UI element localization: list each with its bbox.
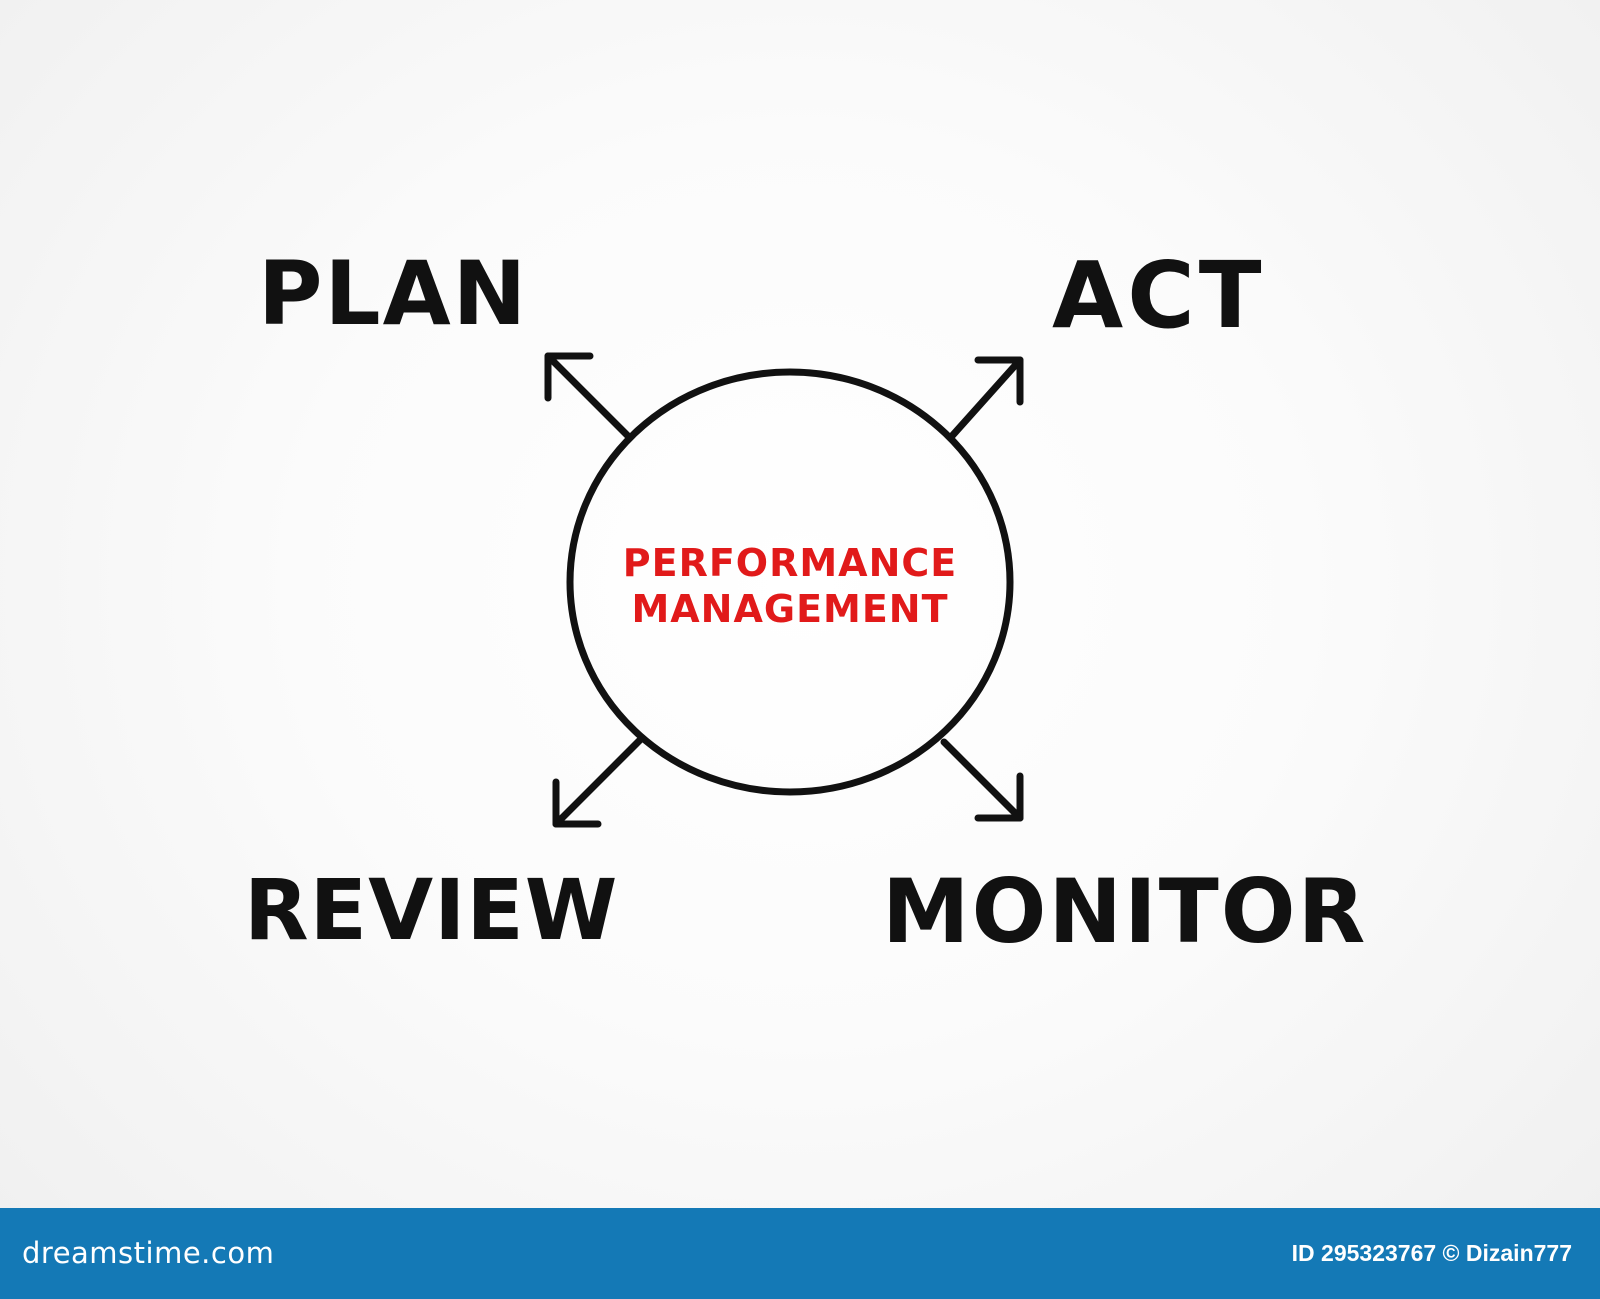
diagram-drawing	[544, 352, 1024, 828]
node-monitor: MONITOR	[882, 860, 1368, 963]
center-label: PERFORMANCE MANAGEMENT	[580, 540, 1000, 632]
footer-bar: dreamstime.com ID 295323767 © Dizain777	[0, 1208, 1600, 1299]
center-label-line1: PERFORMANCE	[622, 541, 958, 585]
footer-brand[interactable]: dreamstime.com	[22, 1236, 275, 1270]
arrow-to-plan	[544, 352, 632, 440]
node-act: ACT	[1052, 242, 1266, 349]
arrow-to-act	[948, 356, 1024, 440]
center-label-line2: MANAGEMENT	[631, 587, 949, 631]
diagram-canvas: PERFORMANCE MANAGEMENT PLAN ACT REVIEW M…	[244, 242, 1368, 963]
node-review: REVIEW	[244, 861, 619, 959]
node-plan: PLAN	[258, 242, 529, 345]
footer-credit: ID 295323767 © Dizain777	[1291, 1240, 1572, 1266]
arrow-to-review	[552, 736, 644, 828]
arrow-to-monitor	[940, 738, 1024, 822]
center-circle	[566, 368, 1014, 796]
